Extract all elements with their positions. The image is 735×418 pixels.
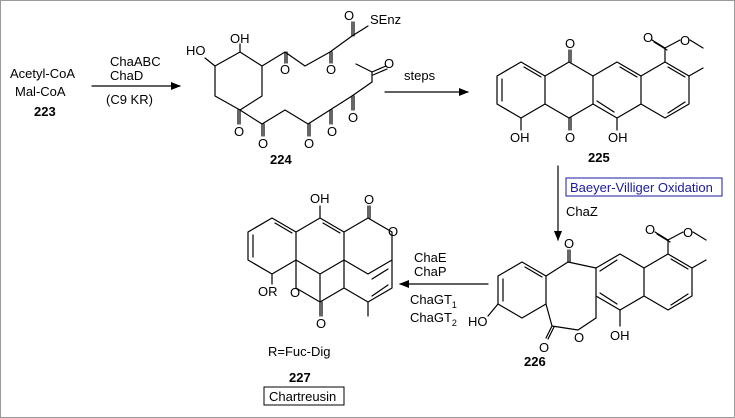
atom-ho-224: HO bbox=[186, 43, 206, 58]
atom-o-227b: O bbox=[388, 224, 398, 239]
compound-227-label: 227 bbox=[289, 370, 311, 385]
structure-226 bbox=[487, 231, 707, 340]
baeyer-villiger-label: Baeyer-Villiger Oxidation bbox=[570, 180, 713, 195]
acetyl-coa-label: Acetyl-CoA bbox=[10, 66, 75, 81]
structure-225 bbox=[496, 39, 704, 131]
mal-coa-label: Mal-CoA bbox=[15, 84, 66, 99]
atom-or-227: OR bbox=[258, 284, 278, 299]
baeyer-villiger-box bbox=[565, 177, 723, 197]
atom-oh-225b: OH bbox=[608, 130, 628, 145]
compound-224-label: 224 bbox=[270, 152, 292, 167]
atom-o-227a: O bbox=[364, 192, 374, 207]
atom-o-224b: O bbox=[326, 62, 336, 77]
chartreusin-box bbox=[263, 386, 345, 406]
atom-o-224h: O bbox=[327, 124, 337, 139]
reagent-c9kr: (C9 KR) bbox=[106, 92, 153, 107]
atom-o-224a: O bbox=[280, 62, 290, 77]
atom-oh-224: OH bbox=[230, 31, 250, 46]
compound-226-label: 226 bbox=[524, 354, 546, 369]
atom-o-226d: O bbox=[645, 222, 655, 237]
atom-o-226c: O bbox=[539, 340, 549, 355]
reagent-chap: ChaP bbox=[414, 264, 447, 279]
atom-o-226b: O bbox=[574, 330, 584, 345]
atom-o-225c: O bbox=[643, 30, 653, 45]
atom-o-224d: O bbox=[384, 56, 394, 71]
reagent-chaz: ChaZ bbox=[566, 204, 598, 219]
atom-senz: SEnz bbox=[370, 12, 401, 27]
structure-227 bbox=[247, 205, 393, 317]
reagent-chagt1: ChaGT1 bbox=[410, 292, 457, 310]
chartreusin-label: Chartreusin bbox=[269, 389, 336, 404]
atom-o-225a: O bbox=[565, 36, 575, 51]
atom-oh-226: OH bbox=[610, 328, 630, 343]
atom-o-226a: O bbox=[564, 236, 574, 251]
atom-o-224g: O bbox=[304, 136, 314, 151]
atom-o-226e: O bbox=[683, 225, 693, 240]
atom-o-224f: O bbox=[258, 136, 268, 151]
reagent-chad: ChaD bbox=[110, 68, 143, 83]
atom-o-227d: O bbox=[316, 316, 326, 331]
atom-ho-226: HO bbox=[468, 314, 488, 329]
reagent-chaabc: ChaABC bbox=[110, 54, 161, 69]
atom-oh-227: OH bbox=[310, 191, 330, 206]
reagent-steps: steps bbox=[404, 68, 436, 83]
atom-o-225b: O bbox=[565, 130, 575, 145]
atom-o-224i: O bbox=[348, 110, 358, 125]
atom-oh-225a: OH bbox=[510, 130, 530, 145]
compound-225-label: 225 bbox=[588, 150, 610, 165]
reagent-chagt2: ChaGT2 bbox=[410, 310, 457, 328]
r-definition: R=Fuc-Dig bbox=[268, 344, 331, 359]
compound-223-label: 223 bbox=[34, 104, 56, 119]
reagent-chae: ChaE bbox=[414, 250, 447, 265]
atom-o-225d: O bbox=[680, 33, 690, 48]
atom-o-224e: O bbox=[234, 124, 244, 139]
atom-o-227c: O bbox=[290, 285, 300, 300]
atom-o-224c: O bbox=[344, 8, 354, 23]
structure-224 bbox=[204, 21, 388, 137]
